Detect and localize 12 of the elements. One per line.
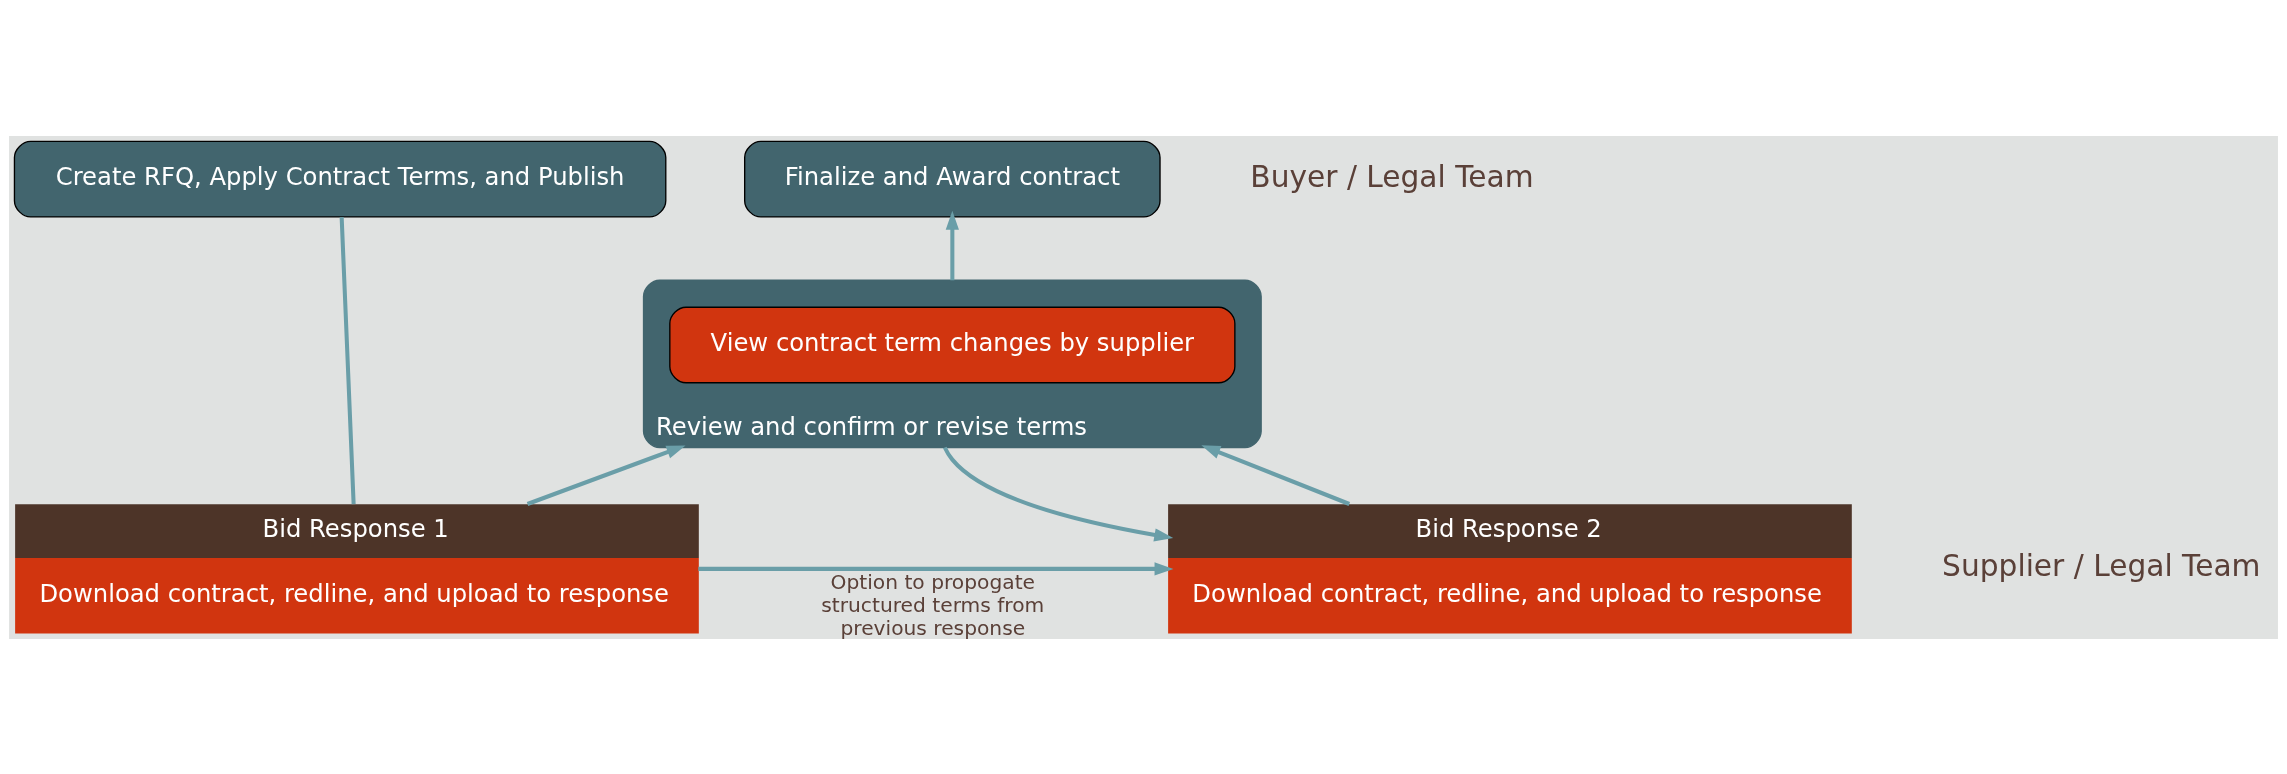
node-box: Create RFQ, Apply Contract Terms, and Publish (13, 140, 667, 218)
arrow (698, 561, 1174, 575)
connector (339, 216, 356, 504)
edge-label: Option to propogate structured terms from previous response (821, 569, 1045, 640)
arrow (526, 444, 686, 506)
node-box: Finalize and Award contract (744, 140, 1161, 218)
label: Supplier / Legal Team (1942, 547, 2261, 583)
arrow (1201, 444, 1351, 506)
node-box: View contract term changes by supplier (669, 306, 1236, 383)
arrow (942, 446, 1174, 541)
arrow (945, 210, 959, 280)
label: Buyer / Legal Team (1250, 158, 1534, 194)
